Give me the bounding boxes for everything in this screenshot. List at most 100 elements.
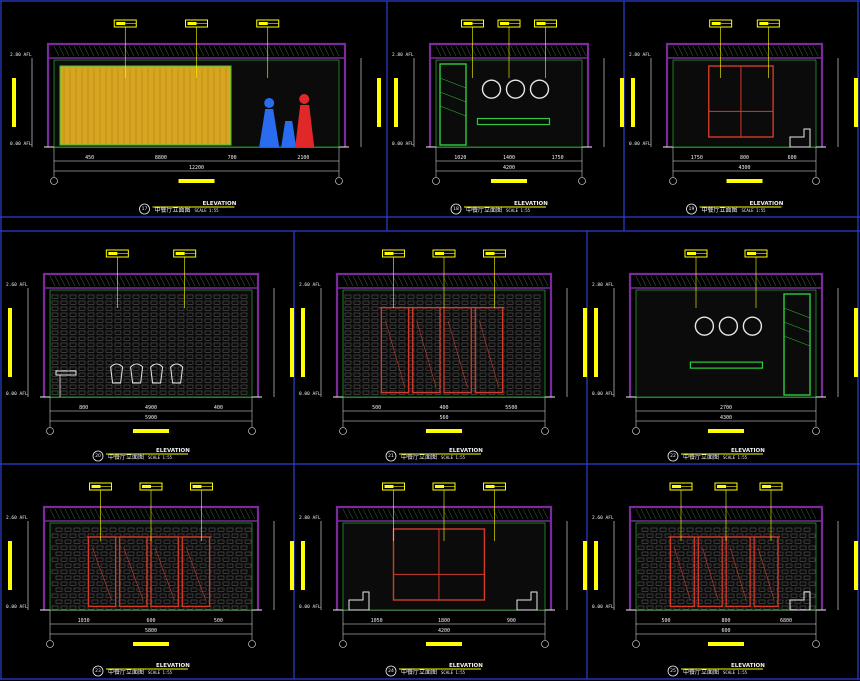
stone-tile [767, 551, 775, 556]
stone-tile [186, 545, 194, 550]
stone-tile [470, 300, 478, 305]
dimension-value: 4300 [720, 415, 732, 421]
stone-tile [105, 557, 113, 562]
stone-tile [240, 336, 248, 341]
ceiling-hatch [560, 45, 567, 57]
stone-tile [213, 324, 221, 329]
stone-tile [78, 581, 86, 586]
stone-tile [668, 575, 676, 580]
stone-tile [425, 378, 433, 383]
stone-tile [389, 360, 397, 365]
ceiling-hatch [298, 45, 305, 57]
stone-tile [132, 557, 140, 562]
stone-tile [132, 354, 140, 359]
ceiling-hatch [770, 275, 777, 287]
stone-tile [87, 336, 95, 341]
stone-tile [195, 372, 203, 377]
stone-tile [731, 587, 739, 592]
stone-tile [362, 318, 370, 323]
caption-title: ELEVATION [203, 201, 237, 207]
stone-tile [646, 569, 654, 574]
stone-tile [691, 605, 699, 610]
stone-tile [650, 539, 658, 544]
ceiling-hatch [715, 275, 722, 287]
stone-tile [344, 390, 352, 395]
stone-tile [100, 539, 108, 544]
stone-tile [190, 527, 198, 532]
level-label-top: 2.80 AFL [299, 515, 321, 521]
stone-tile [524, 378, 532, 383]
stone-tile [51, 557, 59, 562]
ceiling-hatch [118, 45, 125, 57]
stone-tile [371, 366, 379, 371]
stone-tile [159, 348, 167, 353]
stone-tile [506, 330, 514, 335]
level-label-floor: 0.00 AFL [299, 391, 321, 397]
ceiling-hatch [407, 275, 414, 287]
stone-tile [132, 390, 140, 395]
stone-tile [781, 593, 789, 598]
left-legend-bar [301, 541, 305, 590]
stone-tile [105, 384, 113, 389]
ceiling-hatch [234, 508, 241, 520]
stone-tile [515, 306, 523, 311]
ceiling-hatch [710, 275, 717, 287]
callout-tag-fill [187, 22, 197, 25]
stone-tile [704, 575, 712, 580]
ceiling-hatch [163, 45, 170, 57]
stone-tile [69, 605, 77, 610]
stone-tile [745, 557, 753, 562]
dimension-value: 600 [721, 628, 730, 634]
stone-tile [127, 527, 135, 532]
stone-tile [105, 348, 113, 353]
stone-tile [87, 384, 95, 389]
stone-tile [69, 348, 77, 353]
stone-tile [488, 378, 496, 383]
stone-tile [199, 587, 207, 592]
stone-tile [668, 539, 676, 544]
stone-tile [362, 378, 370, 383]
stone-tile [186, 306, 194, 311]
ceiling-hatch [720, 275, 727, 287]
stone-tile [235, 563, 243, 568]
stone-tile [389, 294, 397, 299]
ceiling-hatch [795, 508, 802, 520]
stone-tile [114, 318, 122, 323]
stone-tile [204, 372, 212, 377]
stone-tile [105, 569, 113, 574]
stone-tile [407, 294, 415, 299]
stone-tile [434, 294, 442, 299]
stone-tile [78, 336, 86, 341]
stone-tile [231, 342, 239, 347]
stone-tile [69, 569, 77, 574]
ceiling-hatch [677, 45, 684, 57]
stone-tile [353, 372, 361, 377]
stone-tile [60, 330, 68, 335]
stone-tile [213, 354, 221, 359]
caption-subtitle: 中餐厅立面图 [702, 206, 738, 214]
ceiling-hatch [780, 508, 787, 520]
stone-tile [362, 390, 370, 395]
stone-tile [222, 545, 230, 550]
stone-tile [479, 300, 487, 305]
stone-tile [168, 336, 176, 341]
stone-tile [96, 390, 104, 395]
stone-tile [344, 330, 352, 335]
stone-tile [222, 557, 230, 562]
stone-tile [105, 390, 113, 395]
ceiling-hatch [367, 508, 374, 520]
stone-tile [646, 605, 654, 610]
stone-tile [73, 563, 81, 568]
stone-tile [781, 581, 789, 586]
stone-tile [141, 581, 149, 586]
stone-tile [51, 306, 59, 311]
stone-tile [231, 300, 239, 305]
stone-tile [398, 342, 406, 347]
ceiling-hatch [352, 275, 359, 287]
ceiling-hatch [810, 275, 817, 287]
ceiling-hatch [702, 45, 709, 57]
ceiling-hatch [128, 45, 135, 57]
stone-tile [181, 527, 189, 532]
ceiling-hatch [153, 45, 160, 57]
